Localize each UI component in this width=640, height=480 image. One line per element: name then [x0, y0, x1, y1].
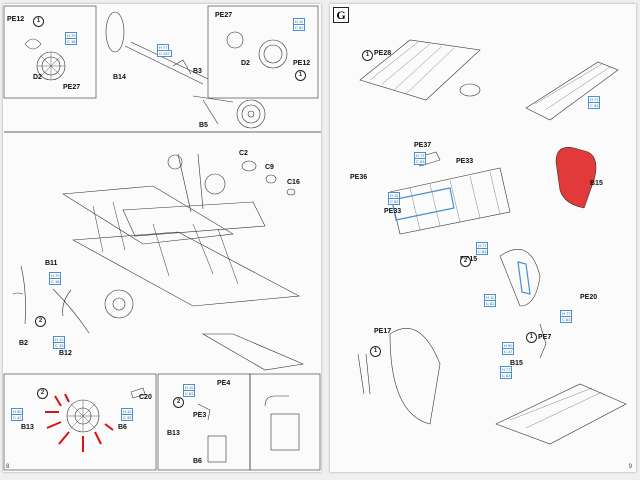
- part-label-b12: B12: [59, 350, 72, 357]
- part-label-pe12: PE12: [293, 60, 311, 67]
- color-tag: C 137: [157, 50, 172, 57]
- step-marker: 1: [33, 16, 44, 27]
- part-label-pe33: PE33: [456, 158, 474, 165]
- color-tag: C 63: [500, 372, 513, 379]
- step-marker: 1: [526, 332, 537, 343]
- part-label-b2: B2: [19, 340, 28, 347]
- color-tag: C 63: [414, 158, 427, 165]
- part-label-pe27: PE27: [215, 12, 233, 19]
- part-label-b15: B15: [510, 360, 523, 367]
- step-marker: 2: [173, 397, 184, 408]
- part-label-c16: C16: [287, 179, 300, 186]
- page-number: 9: [628, 464, 632, 470]
- part-label-b15: B15: [590, 180, 603, 187]
- step-marker: 2: [37, 388, 48, 399]
- part-label-pe27: PE27: [63, 84, 81, 91]
- part-label-b5: B5: [199, 122, 208, 129]
- part-label-pe4: PE4: [217, 380, 231, 387]
- step-marker: 1: [362, 50, 373, 61]
- part-label-b13: B13: [167, 430, 180, 437]
- part-label-b6: B6: [118, 424, 127, 431]
- part-label-b14: B14: [113, 74, 126, 81]
- color-tag: C 47: [502, 348, 515, 355]
- color-tag: C 33: [53, 342, 66, 349]
- part-label-pe37: PE37: [414, 142, 432, 149]
- color-tag: C 62: [183, 390, 196, 397]
- part-label-c9: C9: [265, 164, 274, 171]
- color-tag: C 18: [65, 38, 78, 45]
- color-tag: C 18: [49, 278, 62, 285]
- color-tag: C 63: [588, 102, 601, 109]
- left-page-line-art: [3, 5, 321, 471]
- right-page-line-art: [357, 39, 627, 445]
- part-label-pe33: PE33: [384, 208, 402, 215]
- color-tag: C 63: [560, 316, 573, 323]
- color-tag: C 33: [121, 414, 134, 421]
- color-tag: C 62: [484, 300, 497, 307]
- color-tag: C 62: [293, 24, 306, 31]
- part-label-pe7: PE7: [538, 334, 552, 341]
- part-label-c2: C2: [239, 150, 248, 157]
- instruction-page-right: G PE28 PE37 PE33 PE36 PE33 B15 PE15 PE20…: [330, 4, 636, 472]
- part-label-c20: C20: [139, 394, 152, 401]
- instruction-page-left: PE12 D2 PE27 B14 B3 B5 PE27 D2 PE12 C2 C…: [3, 4, 321, 472]
- step-marker: 1: [370, 346, 381, 357]
- color-tag: C 63: [476, 248, 489, 255]
- part-label-pe17: PE17: [374, 328, 392, 335]
- part-label-d2: D2: [33, 74, 42, 81]
- part-label-pe20: PE20: [580, 294, 598, 301]
- part-label-b6: B6: [193, 458, 202, 465]
- step-marker: 2: [460, 256, 471, 267]
- part-label-pe28: PE28: [374, 50, 392, 57]
- section-letter: G: [333, 7, 349, 23]
- part-label-d2: D2: [241, 60, 250, 67]
- part-label-b11: B11: [45, 260, 58, 267]
- step-marker: 1: [295, 70, 306, 81]
- part-label-b13: B13: [21, 424, 34, 431]
- color-tag: C 62: [388, 198, 401, 205]
- page-number: 8: [6, 464, 10, 470]
- part-label-pe3: PE3: [193, 412, 207, 419]
- part-label-pe12: PE12: [7, 16, 25, 23]
- part-label-b3: B3: [193, 68, 202, 75]
- part-label-pe36: PE36: [350, 174, 368, 181]
- step-marker: 2: [35, 316, 46, 327]
- color-tag: C 47: [11, 414, 24, 421]
